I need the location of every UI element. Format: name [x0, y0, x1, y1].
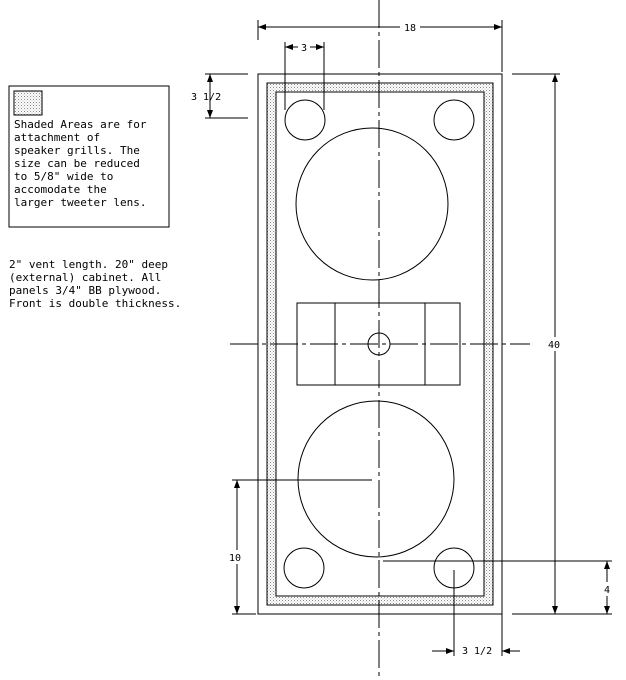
dim-overall-width: 18 [404, 23, 416, 34]
legend-line: accomodate the [14, 183, 107, 196]
port-top-right [433, 99, 475, 141]
legend-box: Shaded Areas are for attachment of speak… [8, 85, 170, 228]
dimension-labels: 18 3 3 1/2 40 10 4 3 1/2 [191, 20, 613, 657]
legend-line: Shaded Areas are for [14, 118, 147, 131]
legend-line: attachment of [14, 131, 100, 144]
port-top-left [284, 99, 326, 141]
shading-swatch [13, 90, 43, 116]
note-line: Front is double thickness. [9, 297, 181, 310]
centerlines [230, 0, 530, 676]
dim-port-offset: 3 1/2 [462, 646, 492, 657]
dim-top-offset: 3 1/2 [191, 92, 221, 103]
cabinet-note: 2" vent length. 20" deep (external) cabi… [9, 258, 181, 310]
legend-line: larger tweeter lens. [14, 196, 146, 209]
note-line: 2" vent length. 20" deep [9, 258, 168, 271]
lower-woofer [297, 400, 455, 558]
legend-line: speaker grills. The [14, 144, 140, 157]
dim-overall-height: 40 [548, 340, 560, 351]
upper-woofer [295, 127, 449, 281]
cabinet-outline [257, 73, 503, 615]
legend-line: size can be reduced [14, 157, 140, 170]
port-bottom-left [283, 547, 325, 589]
dim-tweeter-width: 3 [301, 43, 307, 54]
legend-line: to 5/8" wide to [14, 170, 113, 183]
dim-port-height: 4 [604, 585, 610, 596]
note-line: panels 3/4" BB plywood. [9, 284, 161, 297]
dim-woofer-height: 10 [229, 553, 241, 564]
note-line: (external) cabinet. All [9, 271, 161, 284]
dimension-lines [205, 20, 612, 656]
